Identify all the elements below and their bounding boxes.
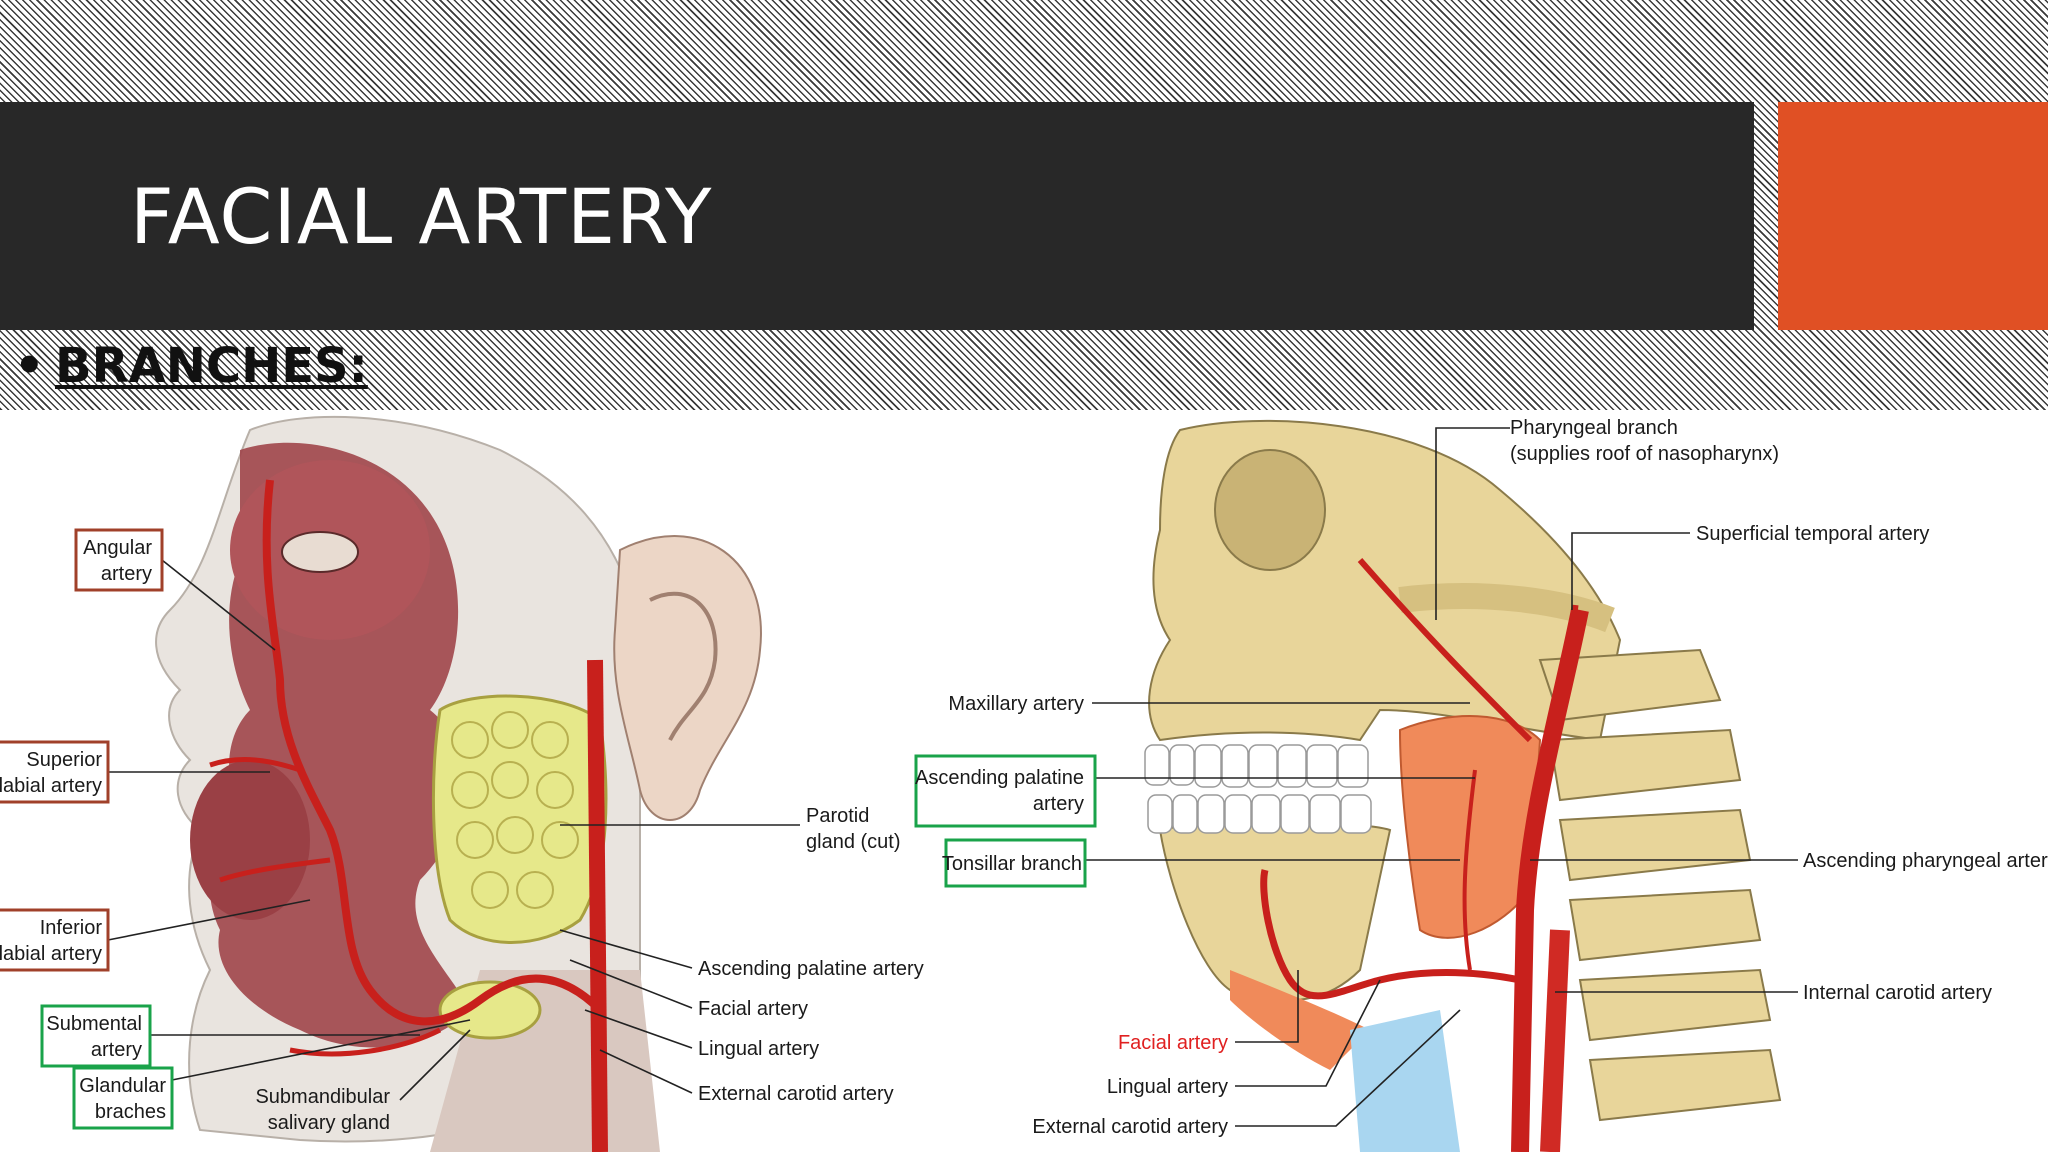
- superior-labial-box: [0, 740, 110, 804]
- left-figure: Angular artery Superior labial artery In…: [0, 415, 924, 1152]
- label-superior-labial-2: labial artery: [0, 775, 102, 797]
- label-submental-1: Submental: [46, 1013, 142, 1035]
- label-ascending-pharyngeal: Ascending pharyngeal artery: [1803, 850, 2048, 872]
- label-pharyngeal-1: Pharyngeal branch: [1510, 417, 1678, 439]
- right-figure: Pharyngeal branch (supplies roof of naso…: [914, 417, 2048, 1152]
- airway: [1350, 1010, 1460, 1152]
- label-submandibular-2: salivary gland: [268, 1112, 390, 1134]
- ascending-palatine-box: [914, 754, 1097, 828]
- label-ascending-palatine-2: artery: [1033, 793, 1084, 815]
- facial-artery-vessel: [262, 479, 603, 1026]
- label-right-facial: Facial artery: [1118, 1032, 1228, 1054]
- orbit: [1214, 449, 1326, 571]
- maxillary-vessel: [1357, 558, 1533, 743]
- orbicularis-oris: [190, 760, 310, 920]
- diagram-canvas: Angular artery Superior labial artery In…: [0, 410, 2048, 1152]
- left-leader-lines: [107, 559, 800, 1101]
- bullet-marker: •: [14, 338, 45, 394]
- angular-artery-box: [74, 528, 164, 592]
- mandible: [1158, 821, 1392, 1002]
- eye: [281, 531, 359, 573]
- label-submandibular-1: Submandibular: [255, 1086, 390, 1108]
- label-superior-labial-1: Superior: [26, 749, 102, 771]
- label-submental-2: artery: [91, 1039, 142, 1061]
- label-right-external-carotid: External carotid artery: [1032, 1116, 1228, 1138]
- label-left-lingual: Lingual artery: [698, 1038, 819, 1060]
- submental-box: [40, 1004, 152, 1068]
- right-leader-lines: [1085, 427, 1798, 1127]
- inferior-labial-box: [0, 908, 110, 972]
- label-left-ascending-palatine: Ascending palatine artery: [698, 958, 924, 980]
- label-tonsillar: Tonsillar branch: [942, 853, 1082, 875]
- submandibular-gland: [438, 980, 542, 1040]
- glandular-box: [72, 1066, 174, 1130]
- lower-teeth: [1147, 794, 1372, 834]
- superior-labial-vessel: [209, 757, 301, 773]
- right-facial-vessel: [1260, 869, 1521, 1000]
- ear: [613, 535, 762, 821]
- parotid-lobules: [451, 711, 579, 909]
- label-parotid-2: gland (cut): [806, 831, 901, 853]
- slide-title: FACIAL ARTERY: [130, 172, 713, 261]
- accent-block: [1778, 102, 2048, 330]
- label-maxillary: Maxillary artery: [948, 693, 1084, 715]
- label-left-facial: Facial artery: [698, 998, 808, 1020]
- subheading: BRANCHES:: [55, 338, 368, 394]
- label-glandular-2: braches: [95, 1101, 166, 1123]
- parotid-gland: [431, 694, 608, 944]
- title-bar: FACIAL ARTERY: [0, 102, 1754, 330]
- ear-inner: [649, 591, 718, 741]
- label-glandular-1: Glandular: [79, 1075, 166, 1097]
- label-internal-carotid: Internal carotid artery: [1803, 982, 1992, 1004]
- digastric-muscle: [1230, 970, 1370, 1070]
- cervical-vertebrae: [1538, 648, 1782, 1122]
- upper-teeth: [1144, 744, 1369, 788]
- anatomy-svg: Angular artery Superior labial artery In…: [0, 415, 2048, 1152]
- label-inferior-labial-1: Inferior: [40, 917, 103, 939]
- zygomatic-arch: [1398, 583, 1615, 633]
- label-left-external-carotid: External carotid artery: [698, 1083, 894, 1105]
- label-inferior-labial-2: labial artery: [0, 943, 102, 965]
- superficial-temporal-vessel: [1541, 604, 1579, 771]
- label-pharyngeal-2: (supplies roof of nasopharynx): [1510, 443, 1779, 465]
- label-ascending-palatine-1: Ascending palatine: [915, 767, 1084, 789]
- label-superficial-temporal: Superficial temporal artery: [1696, 523, 1929, 545]
- label-parotid-1: Parotid: [806, 805, 869, 827]
- tonsillar-branch-box: [944, 838, 1087, 888]
- internal-carotid-vessel: [1540, 929, 1570, 1152]
- label-right-lingual: Lingual artery: [1107, 1076, 1228, 1098]
- label-angular-1: Angular: [83, 537, 152, 559]
- inferior-labial-vessel: [219, 857, 331, 883]
- ascending-palatine-vessel: [1462, 769, 1477, 971]
- skull: [1148, 419, 1622, 742]
- label-angular-2: artery: [101, 563, 152, 585]
- external-carotid-vessel: [587, 659, 608, 1152]
